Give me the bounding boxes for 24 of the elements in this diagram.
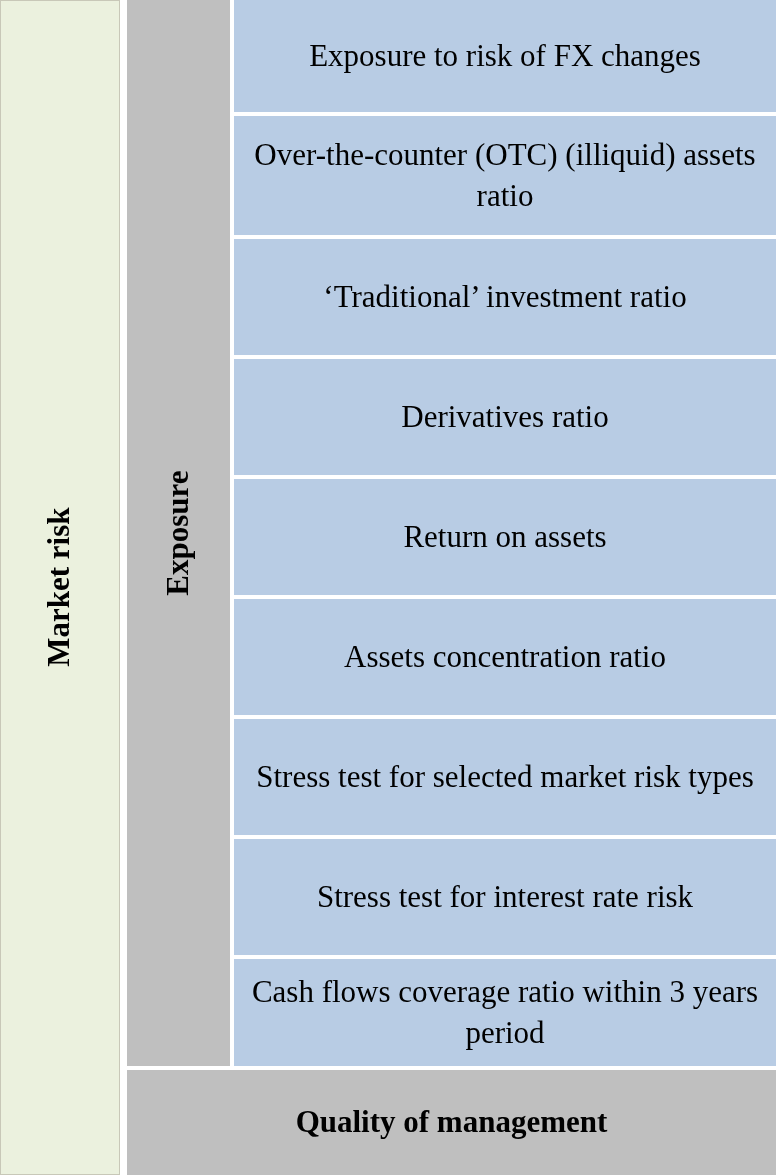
indicator-label: Stress test for interest rate risk [316, 877, 694, 916]
indicator-label: Over-the-counter (OTC) (illiquid) assets ratio [253, 136, 757, 215]
indicator-label: ‘Traditional’ investment ratio [323, 277, 687, 316]
indicator-box [234, 239, 776, 355]
band-label: Market risk [40, 507, 78, 668]
indicator-label: Stress test for selected market risk types [256, 757, 754, 796]
category-band [0, 0, 120, 1175]
subcategory-band [127, 0, 230, 1066]
category-box [127, 1070, 776, 1175]
indicator-box [234, 959, 776, 1066]
indicator-label: Cash flows coverage ratio within 3 years period [250, 973, 760, 1052]
indicator-box [234, 359, 776, 475]
indicator-box [234, 719, 776, 835]
band-label: Exposure [159, 470, 197, 596]
indicator-label: Assets concentration ratio [344, 637, 666, 676]
indicator-box [234, 839, 776, 955]
indicator-label: Return on assets [403, 517, 607, 556]
indicator-label: Exposure to risk of FX changes [309, 36, 701, 75]
indicator-box [234, 116, 776, 235]
indicator-label: Derivatives ratio [401, 397, 609, 436]
indicator-box [234, 479, 776, 595]
indicator-box [234, 0, 776, 112]
indicator-label: Quality of management [295, 1103, 608, 1142]
indicator-box [234, 599, 776, 715]
